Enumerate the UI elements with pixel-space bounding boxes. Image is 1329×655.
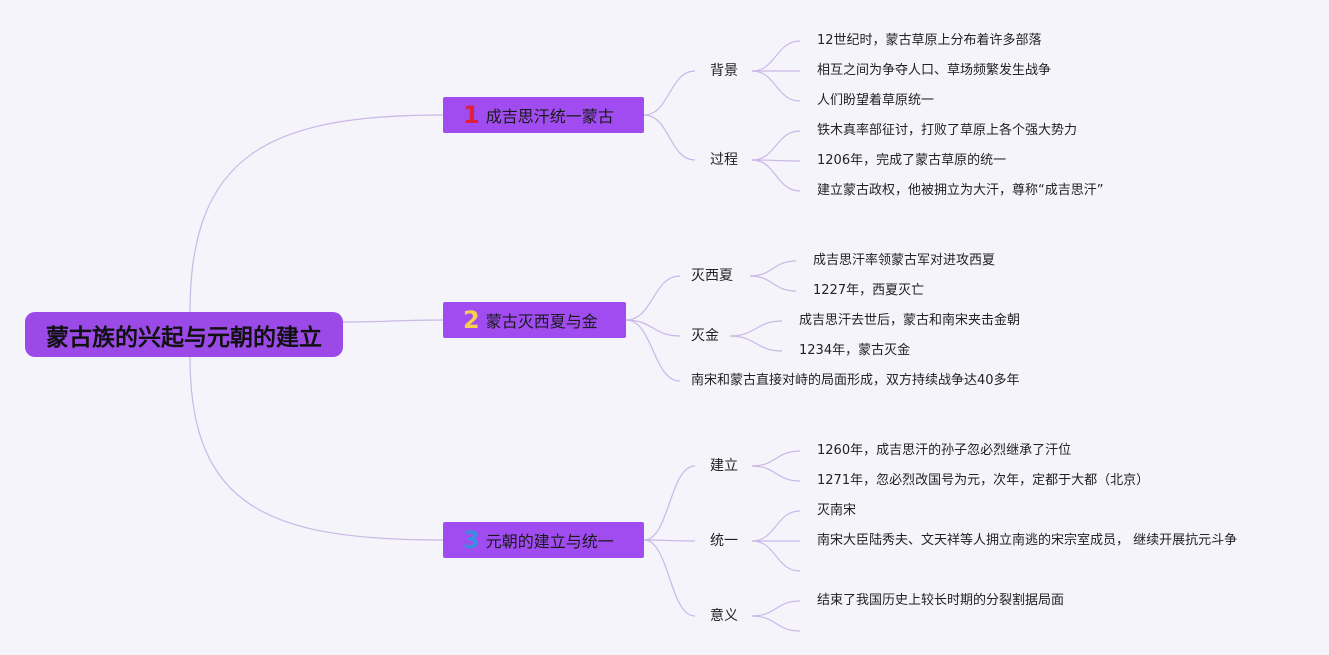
connector-line: [751, 540, 801, 572]
connector-line: [643, 465, 696, 541]
connector-line: [189, 356, 444, 541]
leaf-topic[interactable]: 结束了我国历史上较长时期的分裂割据局面: [817, 593, 1065, 608]
branch-title: 成吉思汗统一蒙古: [485, 107, 614, 126]
leaf-topic[interactable]: 建立蒙古政权，他被拥立为大汗，尊称“成吉思汗”: [817, 183, 1104, 198]
leaf-topic[interactable]: 铁木真率部征讨，打败了草原上各个强大势力: [817, 123, 1078, 138]
connector-line: [751, 40, 801, 72]
subtopic-confrontation[interactable]: 南宋和蒙古直接对峙的局面形成，双方持续战争达40多年: [691, 373, 1020, 388]
subtopic-unify[interactable]: 统一: [710, 533, 738, 549]
connector-line: [751, 130, 801, 161]
subtopic-process[interactable]: 过程: [710, 152, 738, 168]
subtopic-establish[interactable]: 建立: [710, 458, 738, 474]
leaf-topic[interactable]: 1227年，西夏灭亡: [813, 283, 925, 298]
branch-topic-3[interactable]: 3 元朝的建立与统一: [443, 522, 644, 558]
connector-line: [751, 510, 801, 542]
connector-line: [342, 319, 444, 323]
subtopic-destroy-xixia[interactable]: 灭西夏: [691, 268, 733, 284]
connector-line: [643, 114, 696, 161]
leaf-topic[interactable]: 南宋大臣陆秀夫、文天祥等人拥立南逃的宋宗室成员， 继续开展抗元斗争: [817, 533, 1238, 548]
connector-line: [749, 275, 797, 292]
branch-topic-1[interactable]: 1 成吉思汗统一蒙古: [443, 97, 644, 133]
connector-line: [751, 615, 801, 632]
leaf-topic[interactable]: 1206年，完成了蒙古草原的统一: [817, 153, 1007, 168]
leaf-topic[interactable]: 相互之间为争夺人口、草场频繁发生战争: [817, 63, 1052, 78]
number-2-icon: 2: [463, 306, 480, 334]
subtopic-destroy-jin[interactable]: 灭金: [691, 328, 719, 344]
connector-line: [643, 539, 696, 617]
subtopic-background[interactable]: 背景: [710, 63, 738, 79]
connector-line: [625, 319, 681, 337]
connector-line: [751, 600, 801, 617]
connector-line: [643, 70, 696, 116]
leaf-topic[interactable]: 12世纪时，蒙古草原上分布着许多部落: [817, 33, 1042, 48]
leaf-topic[interactable]: 1234年，蒙古灭金: [799, 343, 911, 358]
connector-line: [625, 319, 681, 382]
root-topic[interactable]: 蒙古族的兴起与元朝的建立: [25, 312, 343, 357]
branch-title: 元朝的建立与统一: [485, 532, 614, 551]
leaf-topic[interactable]: 人们盼望着草原统一: [817, 93, 935, 108]
connector-line: [751, 450, 801, 467]
subtopic-significance[interactable]: 意义: [710, 608, 738, 624]
connector-line: [751, 465, 801, 482]
leaf-topic[interactable]: 1260年，成吉思汗的孙子忽必烈继承了汗位: [817, 443, 1072, 458]
number-1-icon: 1: [463, 101, 480, 129]
connector-line: [751, 70, 801, 102]
leaf-topic[interactable]: 1271年，忽必烈改国号为元，次年，定都于大都（北京）: [817, 473, 1150, 488]
connector-line: [751, 159, 801, 192]
connector-line: [729, 320, 783, 337]
leaf-topic[interactable]: 成吉思汗率领蒙古军对进攻西夏: [813, 253, 996, 268]
connector-line: [749, 260, 797, 277]
connector-line: [729, 335, 783, 352]
branch-topic-2[interactable]: 2 蒙古灭西夏与金: [443, 302, 626, 338]
connector-line: [189, 114, 444, 313]
leaf-topic[interactable]: 成吉思汗去世后，蒙古和南宋夹击金朝: [799, 313, 1021, 328]
connector-line: [643, 539, 696, 542]
number-3-icon: 3: [463, 526, 480, 554]
branch-title: 蒙古灭西夏与金: [485, 312, 598, 331]
connector-line: [625, 275, 681, 321]
leaf-topic[interactable]: 灭南宋: [817, 503, 857, 518]
